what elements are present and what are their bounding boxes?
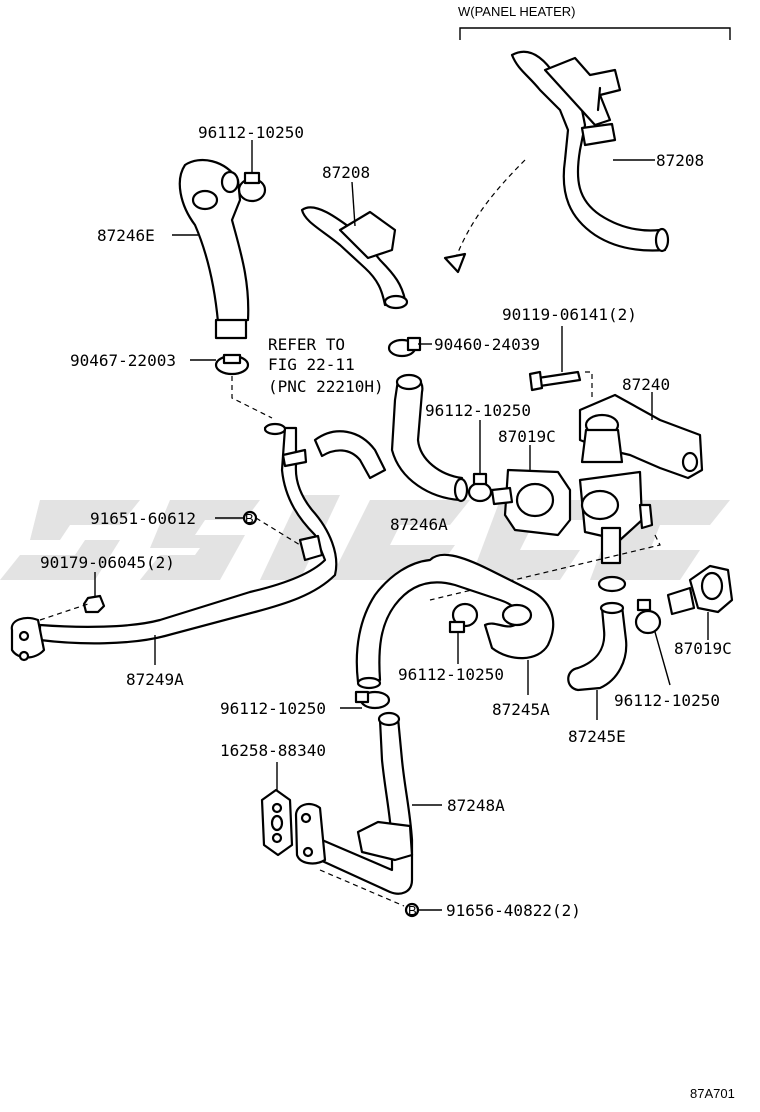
label-87208-left[interactable]: 87208 [322, 163, 370, 182]
label-96112-lower[interactable]: 96112-10250 [398, 665, 504, 684]
gasket-16258[interactable] [260, 788, 294, 857]
label-87245A[interactable]: 87245A [492, 700, 550, 719]
water-valve-87240[interactable] [578, 393, 704, 565]
refer-note-line2: FIG 22-11 [268, 355, 355, 374]
nut-90179[interactable] [82, 594, 106, 614]
leader-87208-left [351, 181, 356, 227]
pipe-87248A[interactable] [294, 711, 414, 895]
pipe-87249A[interactable] [10, 422, 338, 662]
hose-87208-right[interactable] [510, 50, 670, 253]
leader-96112-right [654, 631, 671, 686]
outlet-87019C-top[interactable] [490, 468, 572, 537]
bolt-symbol-91656: B [408, 903, 417, 918]
hose-87246A[interactable] [390, 373, 469, 503]
drawing-code: 87A701 [690, 1086, 735, 1101]
dashed-link-91656 [319, 869, 405, 907]
clamp-96112-bottom[interactable] [354, 690, 391, 710]
clamp-96112-top[interactable] [237, 171, 267, 203]
label-87019C-right[interactable]: 87019C [674, 639, 732, 658]
label-91656[interactable]: 91656-40822(2) [446, 901, 581, 920]
label-87245E[interactable]: 87245E [568, 727, 626, 746]
bolt-90119[interactable] [528, 370, 582, 392]
dashed-link-90179 [39, 603, 89, 621]
label-87248A[interactable]: 87248A [447, 796, 505, 815]
label-96112-bottom[interactable]: 96112-10250 [220, 699, 326, 718]
hose-87245A[interactable] [355, 553, 555, 690]
label-91651[interactable]: 91651-60612 [90, 509, 196, 528]
label-87249A[interactable]: 87249A [126, 670, 184, 689]
label-87240[interactable]: 87240 [622, 375, 670, 394]
panel-heater-bracket [459, 27, 731, 40]
clamp-96112-lower[interactable] [448, 602, 479, 634]
bolt-91656[interactable]: B [404, 902, 420, 918]
dashed-link-90467 [231, 376, 273, 419]
dashed-link-valve [429, 534, 661, 601]
hose-87208-left[interactable] [300, 206, 409, 310]
label-96112-top[interactable]: 96112-10250 [198, 123, 304, 142]
label-96112-right[interactable]: 96112-10250 [614, 691, 720, 710]
hose-87245E[interactable] [567, 601, 628, 692]
clamp-96112-mid[interactable] [467, 472, 493, 503]
refer-hose [313, 430, 387, 480]
dashed-link-90119 [585, 371, 593, 398]
label-87246A[interactable]: 87246A [390, 515, 448, 534]
label-90460[interactable]: 90460-24039 [434, 335, 540, 354]
clamp-90460[interactable] [387, 336, 422, 358]
clamp-96112-right[interactable] [597, 575, 662, 635]
label-90119[interactable]: 90119-06141(2) [502, 305, 637, 324]
fitting-87019C-right[interactable] [666, 564, 734, 616]
refer-note-line3: (PNC 22210H) [268, 377, 384, 396]
label-90467[interactable]: 90467-22003 [70, 351, 176, 370]
bolt-91651[interactable]: B [242, 510, 258, 526]
direction-arrow [443, 159, 526, 274]
bolt-symbol-91651: B [245, 511, 254, 526]
label-87246E[interactable]: 87246E [97, 226, 155, 245]
label-87019C-top[interactable]: 87019C [498, 427, 556, 446]
label-96112-mid[interactable]: 96112-10250 [425, 401, 531, 420]
label-87208-right[interactable]: 87208 [656, 151, 704, 170]
label-16258[interactable]: 16258-88340 [220, 741, 326, 760]
panel-heater-note: W(PANEL HEATER) [458, 4, 576, 19]
label-90179[interactable]: 90179-06045(2) [40, 553, 175, 572]
hose-87246E[interactable] [178, 158, 250, 340]
clamp-90467[interactable] [214, 353, 250, 376]
refer-note-line1: REFER TO [268, 335, 345, 354]
